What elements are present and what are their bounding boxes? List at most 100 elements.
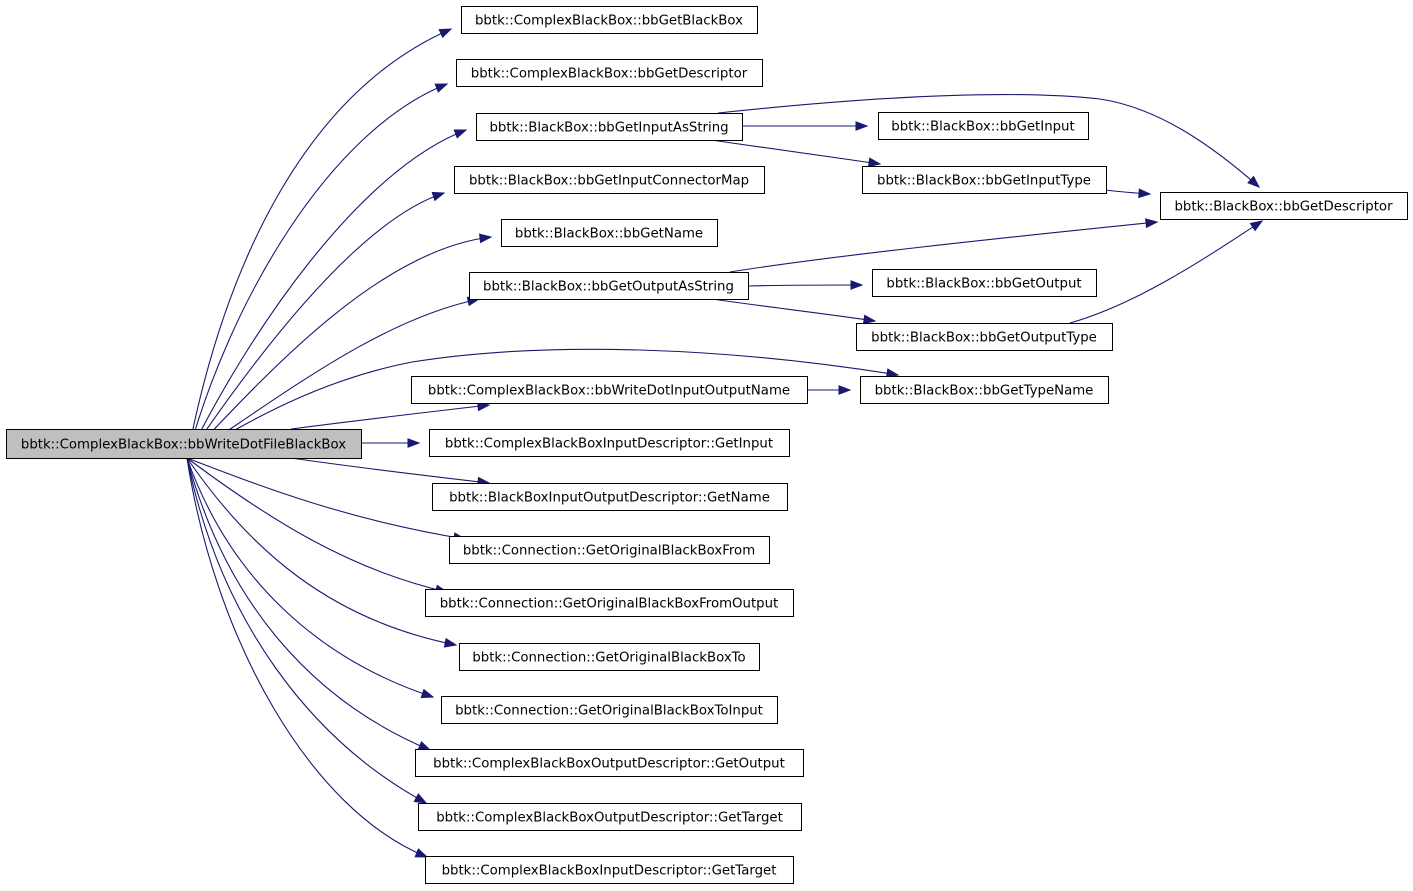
node-box[interactable] [878,112,1089,140]
node-box[interactable] [1160,192,1408,220]
node-conn_toinput[interactable]: bbtk::Connection::GetOriginalBlackBoxToI… [441,696,778,724]
node-conn_fromoutput[interactable]: bbtk::Connection::GetOriginalBlackBoxFro… [425,589,794,617]
node-box[interactable] [425,589,794,617]
edge-root-to-bb_gettypename [186,348,900,459]
node-box[interactable] [469,272,749,300]
node-label: bbtk::ComplexBlackBox::bbWriteDotInputOu… [428,384,790,399]
arrowhead-icon [1249,220,1264,232]
node-cbb_getblackbox[interactable]: bbtk::ComplexBlackBox::bbGetBlackBox [461,6,758,34]
arrowhead-icon [1145,218,1159,229]
node-box[interactable] [441,696,778,724]
edge-line [186,457,434,698]
node-bbiod_getname[interactable]: bbtk::BlackBoxInputOutputDescriptor::Get… [432,483,788,511]
node-box[interactable] [6,429,362,459]
node-box[interactable] [454,166,765,194]
node-box[interactable] [476,113,743,141]
edge-line [1069,220,1263,324]
node-box[interactable] [862,166,1107,194]
node-label: bbtk::BlackBox::bbGetInputConnectorMap [469,174,749,189]
arrowhead-icon [453,129,468,139]
node-bb_getdescriptor[interactable]: bbtk::BlackBox::bbGetDescriptor [1160,192,1408,220]
node-cbbod_getoutput[interactable]: bbtk::ComplexBlackBoxOutputDescriptor::G… [415,749,804,777]
edge-line [186,457,428,858]
edge-line [186,192,445,459]
node-box[interactable] [418,803,802,831]
arrowhead-icon [417,741,432,751]
node-label: bbtk::Connection::GetOriginalBlackBoxToI… [455,704,763,719]
node-label: bbtk::ComplexBlackBoxOutputDescriptor::G… [433,757,785,772]
node-label: bbtk::ComplexBlackBox::bbGetDescriptor [471,67,748,82]
edge-line [186,83,448,459]
edge-root-to-bb_getinputconnectormap [186,191,446,459]
edge-root-to-cbb_writedotinputoutputname [290,401,491,430]
node-cbbid_getinput[interactable]: bbtk::ComplexBlackBoxInputDescriptor::Ge… [429,429,790,457]
node-label: bbtk::BlackBox::bbGetInputAsString [489,121,728,136]
node-cbbod_gettarget[interactable]: bbtk::ComplexBlackBoxOutputDescriptor::G… [418,803,802,831]
node-box[interactable] [449,536,770,564]
edge-root-to-cbbid_gettarget [186,457,429,858]
edge-line [290,404,490,430]
edge-root-to-cbbid_getinput [362,438,421,448]
edge-root-to-conn_frombox [186,457,467,542]
edge-cbb_writedotinputoutputname-to-bb_gettypename [807,385,852,395]
arrowhead-icon [431,191,446,202]
edge-bb_getoutputasstring-to-bb_getdescriptor [729,218,1159,273]
node-bb_gettypename[interactable]: bbtk::BlackBox::bbGetTypeName [860,376,1109,404]
edge-line [186,457,457,646]
node-label: bbtk::BlackBox::bbGetOutput [886,277,1081,292]
node-bb_getinputtype[interactable]: bbtk::BlackBox::bbGetInputType [862,166,1107,194]
node-cbbid_gettarget[interactable]: bbtk::ComplexBlackBoxInputDescriptor::Ge… [425,856,794,884]
edge-line [747,284,863,287]
node-label: bbtk::BlackBox::bbGetDescriptor [1174,200,1393,215]
node-bb_getinputconnectormap[interactable]: bbtk::BlackBox::bbGetInputConnectorMap [454,166,765,194]
edge-root-to-cbbod_gettarget [186,457,428,804]
node-box[interactable] [860,376,1109,404]
edge-line [717,93,1260,188]
arrowhead-icon [850,280,864,290]
edge-bb_getinputtype-to-bb_getdescriptor [1105,188,1152,199]
node-label: bbtk::BlackBox::bbGetTypeName [875,384,1094,399]
node-box[interactable] [856,323,1113,351]
node-label: bbtk::ComplexBlackBox::bbGetBlackBox [475,14,743,29]
edge-line [186,129,467,459]
node-bb_getoutputtype[interactable]: bbtk::BlackBox::bbGetOutputType [856,323,1113,351]
node-cbb_writedotinputoutputname[interactable]: bbtk::ComplexBlackBox::bbWriteDotInputOu… [411,376,808,404]
edge-bb_getoutputasstring-to-bb_getoutput [747,280,864,290]
edge-root-to-bbiod_getname [290,457,491,487]
node-box[interactable] [872,269,1097,297]
edge-bb_getoutputtype-to-bb_getdescriptor [1069,220,1264,324]
node-box[interactable] [501,219,718,247]
node-bb_getname[interactable]: bbtk::BlackBox::bbGetName [501,219,718,247]
node-bb_getoutputasstring[interactable]: bbtk::BlackBox::bbGetOutputAsString [469,272,749,300]
node-conn_tobox[interactable]: bbtk::Connection::GetOriginalBlackBoxTo [459,643,760,671]
node-cbb_getdescriptor[interactable]: bbtk::ComplexBlackBox::bbGetDescriptor [456,59,763,87]
node-bb_getinput[interactable]: bbtk::BlackBox::bbGetInput [878,112,1089,140]
node-box[interactable] [456,59,763,87]
node-label: bbtk::BlackBox::bbGetName [515,227,703,242]
arrowhead-icon [413,793,428,804]
node-label: bbtk::BlackBox::bbGetOutputType [871,331,1097,346]
node-root[interactable]: bbtk::ComplexBlackBox::bbWriteDotFileBla… [6,429,362,459]
node-label: bbtk::ComplexBlackBoxOutputDescriptor::G… [436,811,783,826]
edge-bb_getinputasstring-to-bb_getdescriptor [717,93,1261,188]
edge-line [186,348,899,459]
node-box[interactable] [432,483,788,511]
node-box[interactable] [459,643,760,671]
node-box[interactable] [411,376,808,404]
node-box[interactable] [429,429,790,457]
edge-line [711,298,876,322]
node-box[interactable] [461,6,758,34]
node-box[interactable] [425,856,794,884]
arrowhead-icon [855,121,869,131]
edge-line [186,457,466,540]
edge-line [186,28,452,459]
node-label: bbtk::Connection::GetOriginalBlackBoxTo [472,651,745,666]
edge-root-to-cbb_getblackbox [186,28,453,459]
node-bb_getoutput[interactable]: bbtk::BlackBox::bbGetOutput [872,269,1097,297]
node-conn_frombox[interactable]: bbtk::Connection::GetOriginalBlackBoxFro… [449,536,770,564]
node-label: bbtk::BlackBox::bbGetInputType [877,174,1091,189]
node-box[interactable] [415,749,804,777]
edge-bb_getinputasstring-to-bb_getinput [742,121,869,131]
node-bb_getinputasstring[interactable]: bbtk::BlackBox::bbGetInputAsString [476,113,743,141]
